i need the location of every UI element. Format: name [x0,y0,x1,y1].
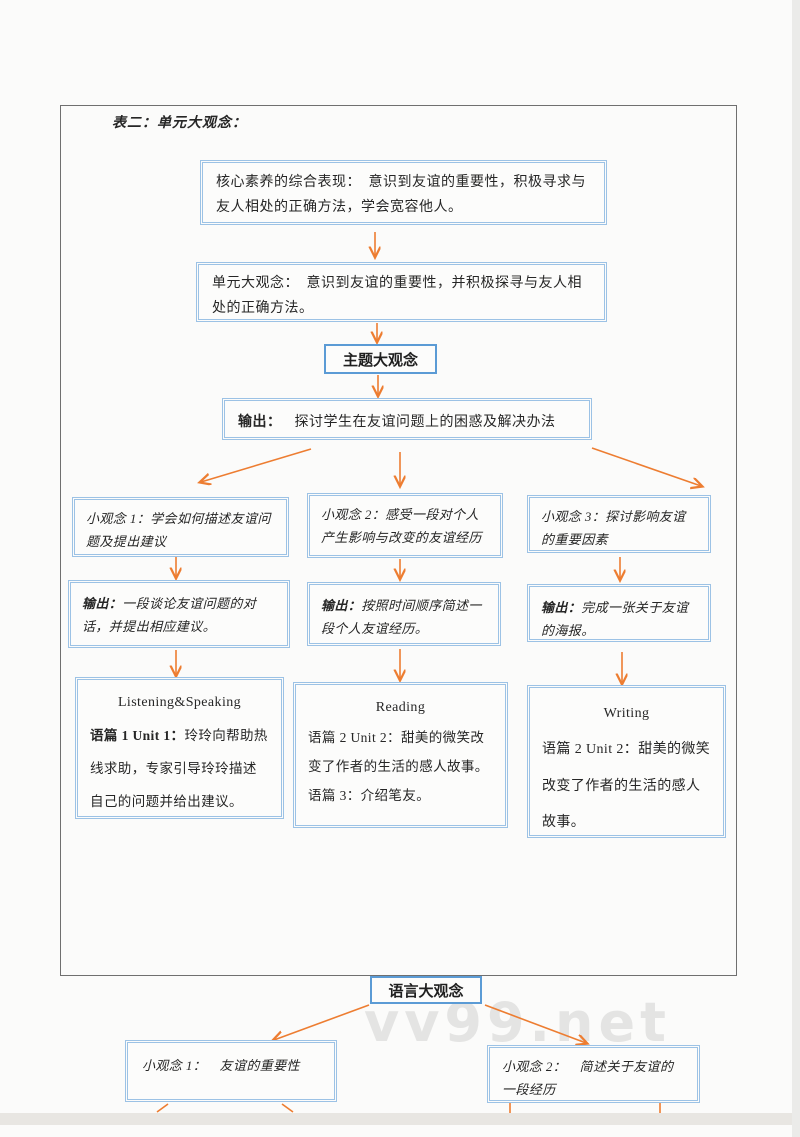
listening-speaking-text: 玲玲向帮助热线求助，专家引导玲玲描述自己的问题并给出建议。 [90,727,268,809]
main-output-text: 探讨学生在友谊问题上的困惑及解决办法 [294,415,556,430]
unit-big-concept-box: 单元大观念： 意识到友谊的重要性，并积极探寻与友人相处的正确方法。 [196,262,607,322]
core-competency-box: 核心素养的综合表现： 意识到友谊的重要性，积极寻求与友人相处的正确方法，学会宽容… [200,160,607,225]
watermark-text: vv99.net [364,991,671,1054]
reading-para-2: 语篇 3：介绍笔友。 [308,781,493,810]
reading-lead-1: 语篇 2 Unit 2： [308,730,401,746]
page-break-band [0,1113,800,1125]
output-2-text: 按照时间顺序简述一段个人友谊经历。 [321,598,482,637]
language-big-concept-box: 语言大观念 [370,976,482,1004]
output-1-label: 输出： [82,596,123,611]
writing-lead: 语篇 2 Unit 2： [542,742,639,758]
writing-box: Writing 语篇 2 Unit 2：甜美的微笑改变了作者的生活的感人故事。 [527,685,726,838]
language-sub-concept-2-box: 小观念 2： 简述关于友谊的一段经历 [487,1045,700,1103]
theme-big-concept-box: 主题大观念 [324,344,437,374]
listening-speaking-box: Listening&Speaking 语篇 1 Unit 1：玲玲向帮助热线求助… [75,677,284,819]
main-output-label: 输出： [238,415,282,430]
listening-speaking-lead: 语篇 1 Unit 1： [90,727,185,743]
reading-text-1: 甜美的微笑改变了作者的生活的感人故事。 [308,730,489,775]
sub-concept-1-box: 小观念 1：学会如何描述友谊问题及提出建议 [72,497,289,557]
sub-concept-2-box: 小观念 2：感受一段对个人产生影响与改变的友谊经历 [307,493,503,558]
output-3-text: 完成一张关于友谊的海报。 [541,600,689,639]
output-2-box: 输出：按照时间顺序简述一段个人友谊经历。 [307,582,501,646]
writing-para: 语篇 2 Unit 2：甜美的微笑改变了作者的生活的感人故事。 [542,732,711,841]
main-output-box: 输出： 探讨学生在友谊问题上的困惑及解决办法 [222,398,592,440]
output-3-label: 输出： [541,600,582,615]
reading-box: Reading 语篇 2 Unit 2：甜美的微笑改变了作者的生活的感人故事。 … [293,682,508,828]
writing-text: 甜美的微笑改变了作者的生活的感人故事。 [542,742,711,831]
reading-title: Reading [375,700,426,715]
output-1-box: 输出：一段谈论友谊问题的对话，并提出相应建议。 [68,580,290,648]
flowchart-frame [60,105,737,976]
language-sub-concept-1-box: 小观念 1： 友谊的重要性 [125,1040,337,1102]
reading-para-1: 语篇 2 Unit 2：甜美的微笑改变了作者的生活的感人故事。 [308,723,493,781]
reading-lead-2: 语篇 3： [308,788,361,804]
writing-title: Writing [603,706,650,721]
sub-concept-3-box: 小观念 3：探讨影响友谊的重要因素 [527,495,711,553]
page-title: 表二：单元大观念： [112,116,247,131]
reading-text-2: 介绍笔友。 [360,788,431,804]
output-3-box: 输出：完成一张关于友谊的海报。 [527,584,711,642]
page-right-margin [792,0,800,1137]
listening-speaking-para: 语篇 1 Unit 1：玲玲向帮助热线求助，专家引导玲玲描述自己的问题并给出建议… [90,719,269,818]
output-2-label: 输出： [321,598,362,613]
listening-speaking-title: Listening&Speaking [117,695,242,710]
output-1-text: 一段谈论友谊问题的对话，并提出相应建议。 [82,596,257,635]
